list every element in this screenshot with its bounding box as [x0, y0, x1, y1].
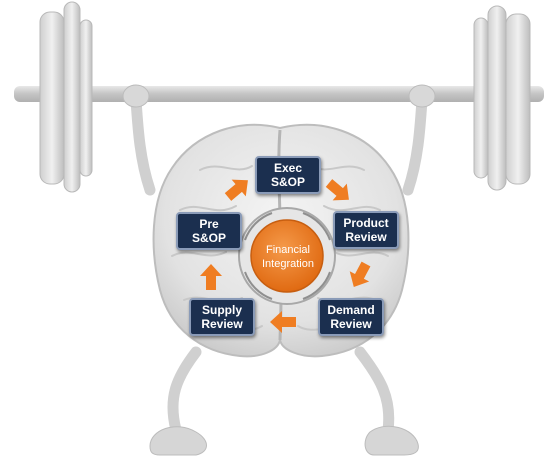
arrow-supply-to-pre: [200, 264, 222, 290]
step-supply-review-label: Supply Review: [201, 303, 243, 331]
hands: [122, 84, 436, 108]
step-demand-review: Demand Review: [318, 298, 384, 336]
flow-arrows: [200, 179, 371, 333]
step-pre-sop: Pre S&OP: [176, 212, 242, 250]
arms: [130, 94, 428, 196]
step-product-review-label: Product Review: [343, 216, 389, 244]
arrow-demand-to-supply: [270, 311, 296, 333]
arrow-pre-to-exec: [224, 179, 248, 201]
feet: [149, 425, 419, 456]
step-pre-sop-label: Pre S&OP: [191, 217, 226, 245]
financial-integration-label: Financial Integration: [262, 244, 314, 270]
center-cycle: [238, 207, 336, 305]
arrow-exec-to-product: [325, 179, 349, 201]
step-exec-sop-label: Exec S&OP: [270, 161, 305, 189]
legs: [167, 346, 395, 436]
step-exec-sop: Exec S&OP: [255, 156, 321, 194]
arrow-product-to-demand: [349, 261, 371, 287]
step-supply-review: Supply Review: [189, 298, 255, 336]
step-product-review: Product Review: [333, 211, 399, 249]
step-demand-review-label: Demand Review: [327, 303, 375, 331]
